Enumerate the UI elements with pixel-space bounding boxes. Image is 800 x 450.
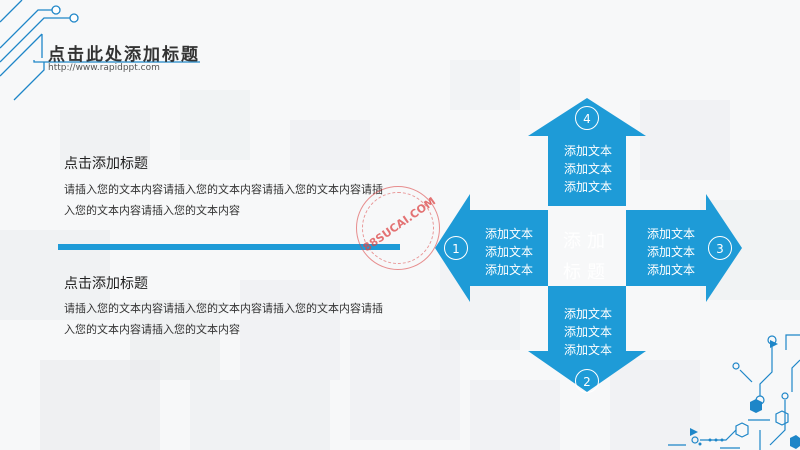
arrow-right [626, 194, 742, 302]
section-2-body-line-2: 入您的文本内容请插入您的文本内容 [64, 323, 240, 336]
arrow-left [435, 194, 548, 302]
section-1-body-line-2: 入您的文本内容请插入您的文本内容 [64, 204, 240, 217]
arm-top-text: 添加文本 添加文本 添加文本 [548, 142, 628, 196]
page-title: 点击此处添加标题 [48, 45, 200, 65]
section-1-title: 点击添加标题 [64, 156, 148, 172]
center-title-line-2: 标题 [563, 262, 611, 283]
divider-bar [58, 244, 400, 250]
watermark-stamp: 88SUCAI.COM [356, 186, 440, 270]
arm-right-text: 添加文本 添加文本 添加文本 [631, 225, 711, 279]
section-1-body-line-1: 请插入您的文本内容请插入您的文本内容请插入您的文本内容请插 [64, 183, 383, 196]
arrow-top [528, 98, 646, 206]
section-2-body-line-1: 请插入您的文本内容请插入您的文本内容请插入您的文本内容请插 [64, 302, 383, 315]
arm-bottom-text: 添加文本 添加文本 添加文本 [548, 305, 628, 359]
top-left-circuit-decoration [0, 0, 200, 101]
page-url: http://www.rapidppt.com [48, 63, 160, 73]
bottom-right-circuit-decoration [668, 334, 800, 450]
arm-left-line-2: 添加文本 [484, 245, 533, 259]
arm-bottom-line-2: 添加文本 [563, 325, 612, 339]
arm-bottom-line-1: 添加文本 [563, 307, 612, 321]
section-1-body: 请插入您的文本内容请插入您的文本内容请插入您的文本内容请插 入您的文本内容请插入… [64, 179, 414, 221]
arrow-bottom [528, 286, 646, 392]
circuit-hexagons [690, 340, 800, 449]
arm-left-number: 1 [444, 236, 468, 260]
section-2-title: 点击添加标题 [64, 276, 148, 292]
center-title: 添加 标题 [551, 226, 623, 288]
arm-left-line-3: 添加文本 [484, 263, 533, 277]
arm-left-line-1: 添加文本 [484, 227, 533, 241]
arm-bottom-line-3: 添加文本 [563, 343, 612, 357]
arm-right-number: 3 [708, 236, 732, 260]
arm-right-line-1: 添加文本 [646, 227, 695, 241]
center-title-line-1: 添加 [563, 231, 611, 252]
arm-top-number: 4 [575, 106, 599, 130]
arm-bottom-number: 2 [575, 369, 599, 393]
arm-top-line-3: 添加文本 [563, 180, 612, 194]
arm-right-line-2: 添加文本 [646, 245, 695, 259]
four-way-arrow-diagram [435, 98, 742, 392]
arm-top-line-1: 添加文本 [563, 144, 612, 158]
stamp-inner-ring [362, 192, 434, 264]
section-2-body: 请插入您的文本内容请插入您的文本内容请插入您的文本内容请插 入您的文本内容请插入… [64, 298, 414, 340]
arm-top-line-2: 添加文本 [563, 162, 612, 176]
arm-right-line-3: 添加文本 [646, 263, 695, 277]
arm-left-text: 添加文本 添加文本 添加文本 [469, 225, 549, 279]
